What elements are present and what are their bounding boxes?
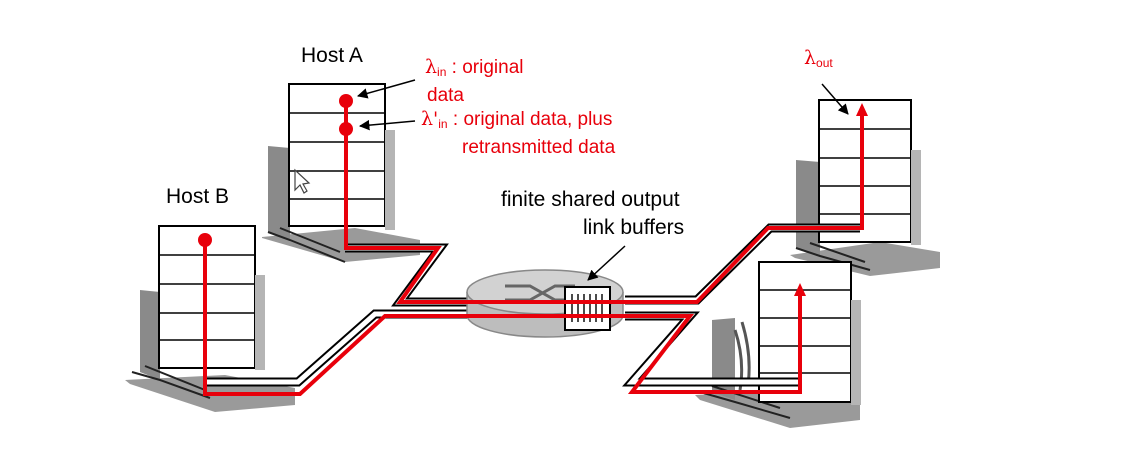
destination-upper-computer — [790, 99, 940, 276]
lambda-in-pointer — [356, 79, 416, 99]
destination-lower-computer — [695, 261, 861, 428]
buffer-label-line2: link buffers — [583, 216, 685, 239]
host-a-label: Host A — [301, 44, 363, 67]
buffer-pointer — [587, 245, 626, 281]
lambda-prime-pointer — [358, 119, 416, 131]
host-b-label: Host B — [166, 185, 230, 208]
lambda-in-annotation: λin : original data — [425, 56, 524, 106]
shared-output-buffer — [564, 286, 611, 331]
flow-host-b — [198, 233, 806, 396]
lambda-out-pointer — [821, 83, 849, 115]
flow-host-a — [339, 94, 868, 304]
lambda-out-annotation: λout — [804, 47, 833, 70]
buffer-label-line1: finite shared output — [501, 188, 680, 211]
mouse-cursor-icon — [294, 168, 311, 194]
lambda-prime-annotation: λ'in : original data, plus retransmitted… — [421, 108, 616, 158]
host-a-computer — [262, 83, 420, 263]
